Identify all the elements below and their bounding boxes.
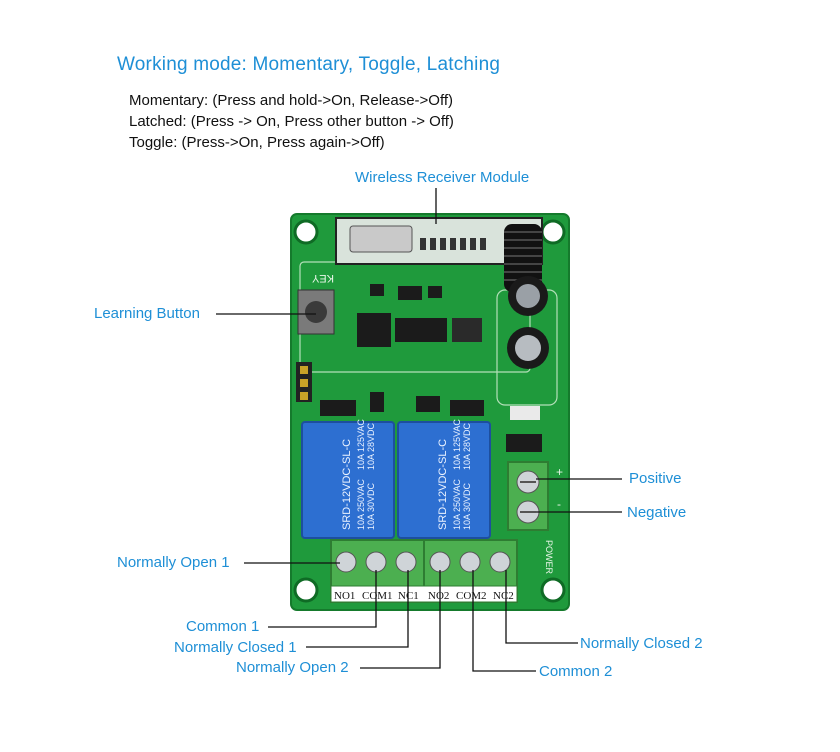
relay-1-rating-b: 10A 30VDC xyxy=(366,482,376,530)
relay-2: SRD-12VDC-SL-C 10A 250VAC 10A 30VDC 10A … xyxy=(397,419,491,539)
relay-1-rating-c: 10A 125VAC xyxy=(356,419,366,470)
leader-lines xyxy=(216,188,622,672)
capacitor-2 xyxy=(507,327,549,369)
relay-1-model: SRD-12VDC-SL-C xyxy=(341,439,353,530)
key-silkscreen: KEY xyxy=(311,272,334,284)
relay-1-rating-d: 10A 28VDC xyxy=(366,422,376,470)
relay-2-model: SRD-12VDC-SL-C xyxy=(437,439,449,530)
learning-button xyxy=(297,289,335,335)
label-positive: Positive xyxy=(629,470,682,487)
label-learning-button: Learning Button xyxy=(94,305,200,322)
minus-sign: - xyxy=(557,497,561,511)
mode-momentary: Momentary: (Press and hold->On, Release-… xyxy=(129,92,454,109)
mounting-holes xyxy=(293,219,566,603)
capacitor-1 xyxy=(508,276,548,316)
terminal-com1: COM1 xyxy=(362,590,393,602)
label-negative: Negative xyxy=(627,504,687,521)
relay-2-rating-b: 10A 30VDC xyxy=(462,482,472,530)
plus-sign: + xyxy=(556,465,563,479)
power-silkscreen: POWER xyxy=(544,540,554,575)
mode-latched: Latched: (Press -> On, Press other butto… xyxy=(129,113,454,130)
relay-2-rating-a: 10A 250VAC xyxy=(452,479,462,530)
mode-toggle: Toggle: (Press->On, Press again->Off) xyxy=(129,134,385,151)
terminal-no1: NO1 xyxy=(334,590,355,602)
terminal-no2: NO2 xyxy=(428,590,449,602)
label-normally-open-1: Normally Open 1 xyxy=(117,554,230,571)
power-terminal xyxy=(507,461,549,531)
relay-1: SRD-12VDC-SL-C 10A 250VAC 10A 30VDC 10A … xyxy=(301,419,395,539)
label-common-2: Common 2 xyxy=(539,663,613,680)
page-title: Working mode: Momentary, Toggle, Latchin… xyxy=(117,54,501,75)
output-terminal-block xyxy=(330,539,518,603)
header-pins xyxy=(296,362,312,402)
terminal-nc2: NC2 xyxy=(493,590,514,602)
relay-2-rating-c: 10A 125VAC xyxy=(452,419,462,470)
relay-1-rating-a: 10A 250VAC xyxy=(356,479,366,530)
relay-2-rating-d: 10A 28VDC xyxy=(462,422,472,470)
antenna-coil xyxy=(504,224,542,292)
label-normally-closed-2: Normally Closed 2 xyxy=(580,635,703,652)
label-normally-open-2: Normally Open 2 xyxy=(236,659,349,676)
terminal-com2: COM2 xyxy=(456,590,487,602)
terminal-labels: NO1 COM1 NC1 NO2 COM2 NC2 xyxy=(334,590,514,602)
label-common-1: Common 1 xyxy=(186,618,260,635)
label-normally-closed-1: Normally Closed 1 xyxy=(174,639,297,656)
ic-chips xyxy=(357,284,482,347)
label-wireless-receiver: Wireless Receiver Module xyxy=(355,169,530,186)
